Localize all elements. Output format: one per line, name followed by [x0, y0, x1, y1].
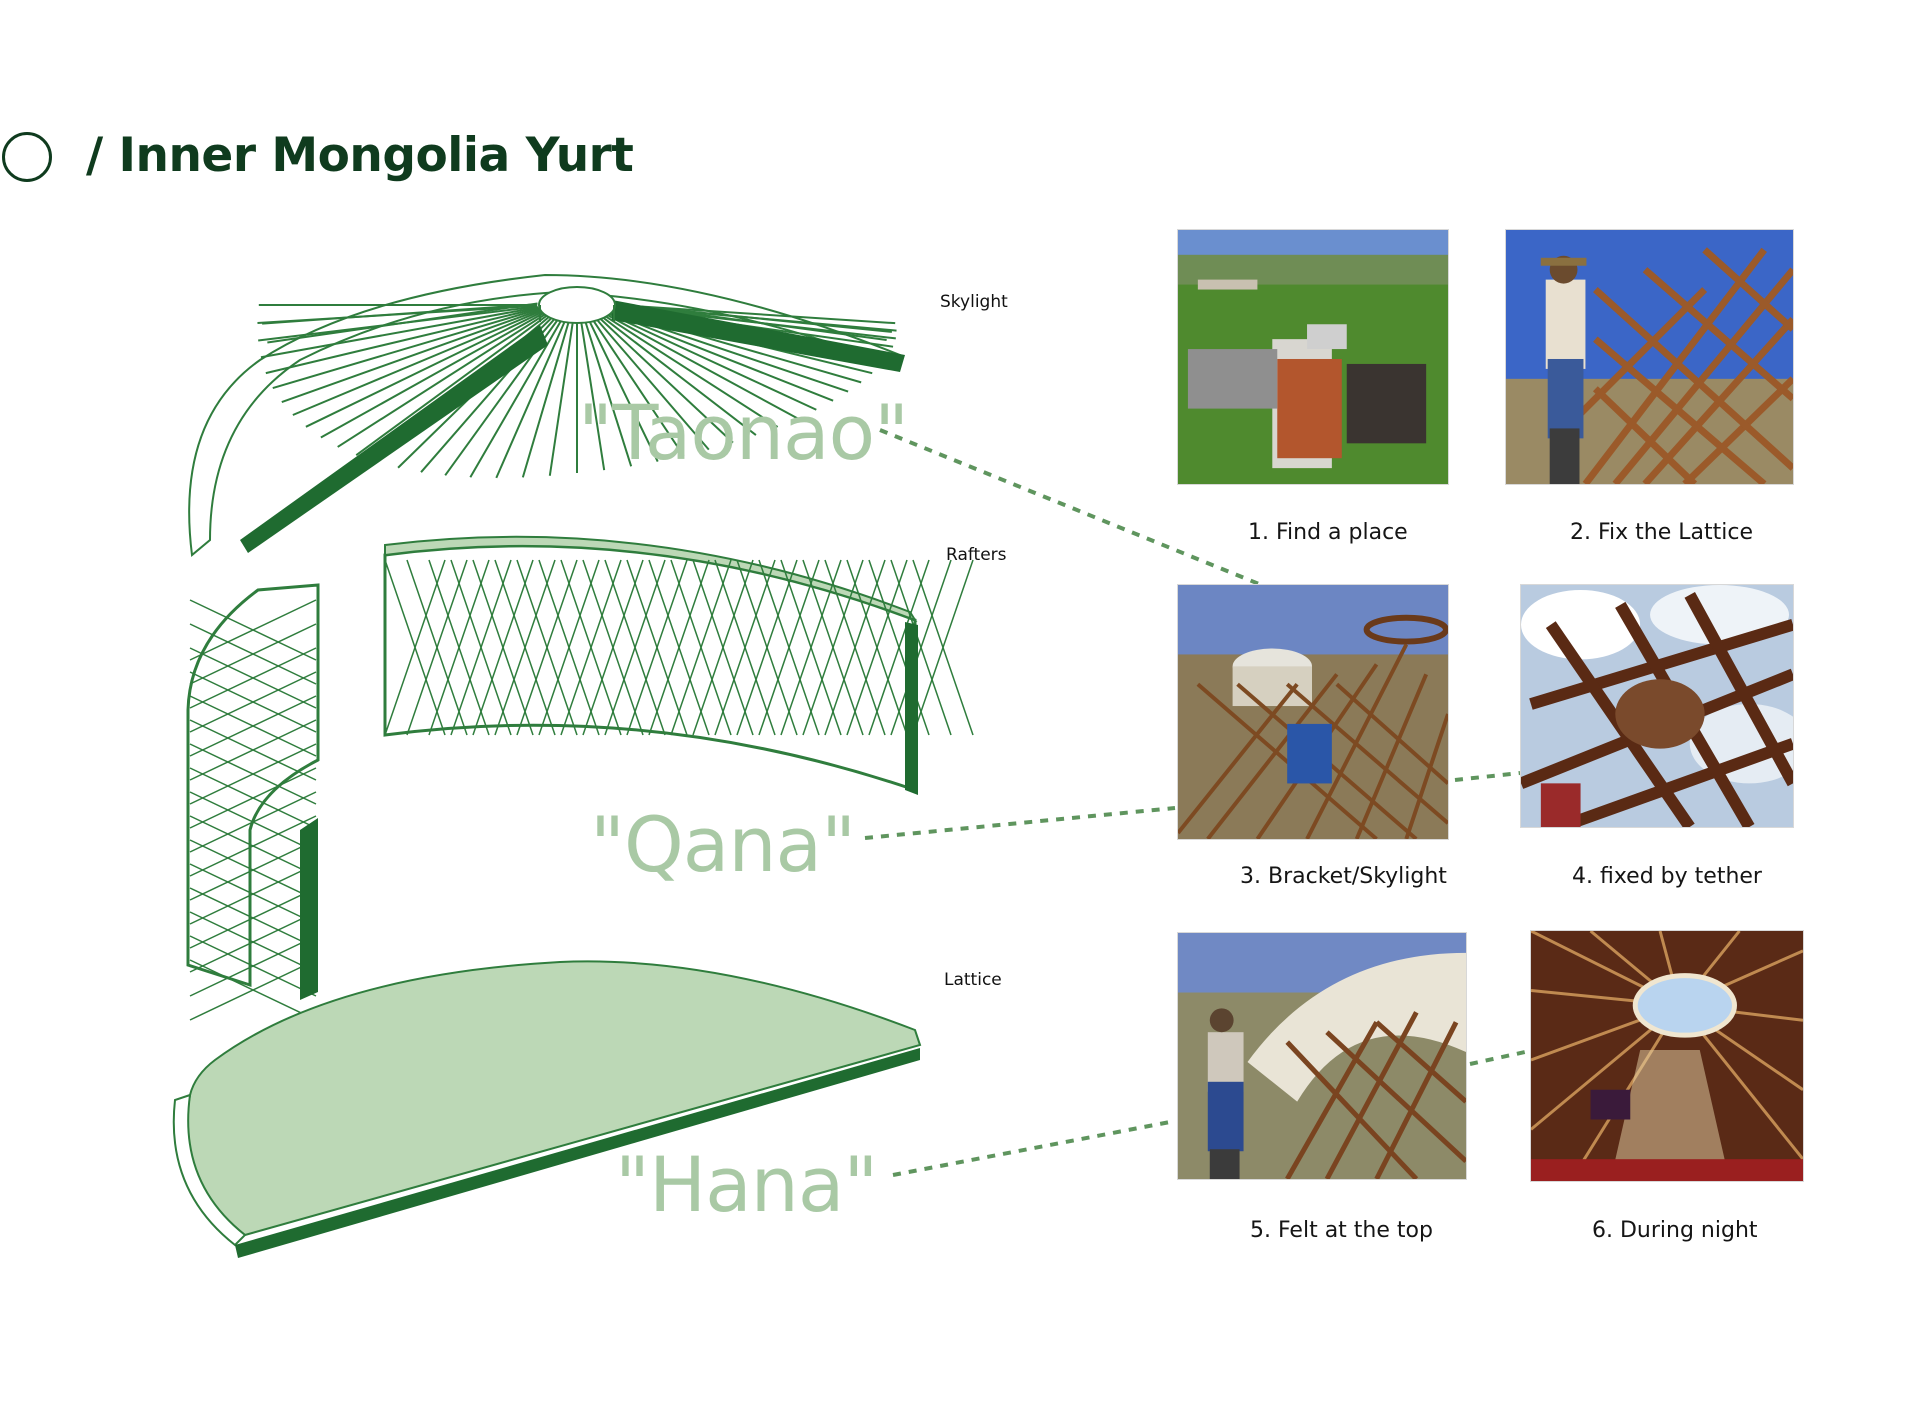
qana-label: "Qana": [590, 800, 856, 889]
step-6-photo: [1530, 930, 1804, 1182]
step-4-caption: 4. fixed by tether: [1572, 864, 1762, 889]
step-1-caption: 1. Find a place: [1248, 520, 1408, 545]
qana-lattice-drawing: [186, 535, 974, 1021]
step-3-photo: [1177, 584, 1449, 840]
step-2-photo: [1505, 229, 1794, 485]
skylight-label: Skylight: [940, 292, 1008, 312]
step-6-caption: 6. During night: [1592, 1218, 1758, 1243]
step-5-photo: [1177, 932, 1467, 1180]
step-3-caption: 3. Bracket/Skylight: [1240, 864, 1447, 889]
step-5-caption: 5. Felt at the top: [1250, 1218, 1433, 1243]
connector-lines: [864, 428, 1526, 1177]
step-1-photo: [1177, 229, 1449, 485]
hana-base-drawing: [172, 960, 922, 1258]
hana-label: "Hana": [615, 1140, 878, 1229]
rafters-label: Rafters: [946, 545, 1007, 565]
title-circle-icon: [2, 132, 52, 182]
page-title: / Inner Mongolia Yurt: [86, 128, 634, 183]
taonao-skylight-drawing: [188, 273, 905, 557]
lattice-label: Lattice: [944, 970, 1002, 990]
step-2-caption: 2. Fix the Lattice: [1570, 520, 1753, 545]
step-4-photo: [1520, 584, 1794, 828]
taonao-label: "Taonao": [578, 388, 909, 477]
